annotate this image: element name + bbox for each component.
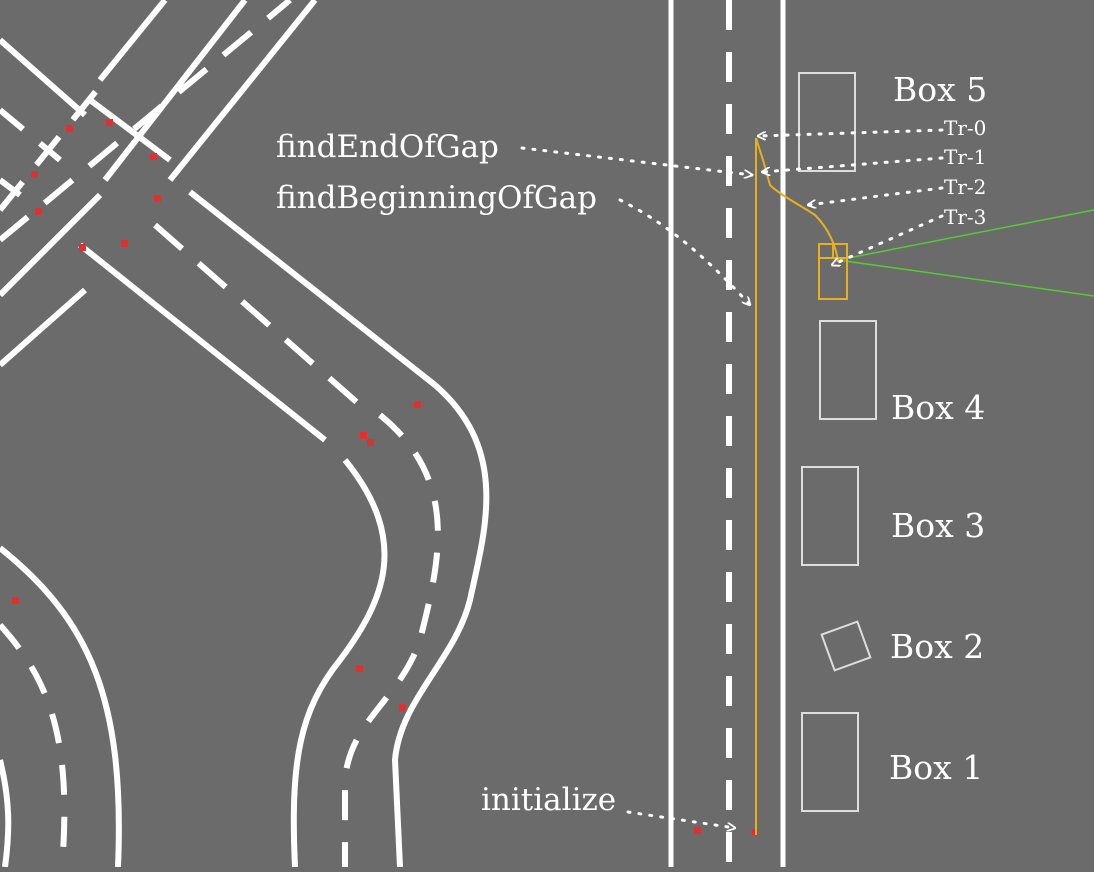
label-tr-1: Tr-1 [944,145,986,169]
road-lane-divider [0,107,62,163]
detection-dot [121,240,128,247]
road-lane-divider [0,0,292,243]
detection-dot [79,244,86,251]
detection-dot [356,665,363,672]
road-edge [391,382,490,868]
detection-dot [694,827,701,834]
road-edge [0,192,103,298]
road-edge [0,545,122,868]
sensor-rays [837,209,1094,297]
annotation-arrows [520,128,944,828]
road-lane-divider [153,222,362,408]
label-box-3: Box 3 [891,506,985,545]
road-edge [290,458,388,868]
box-4-outline [819,320,877,420]
label-box-5: Box 5 [893,70,987,109]
label-find-end-of-gap: findEndOfGap [276,129,499,165]
detection-dot [150,153,157,160]
detection-dot [154,195,161,202]
label-tr-0: Tr-0 [944,116,986,140]
detection-dot [106,119,113,126]
road-edge [0,287,87,368]
road-lane-divider [0,622,68,868]
box-3-outline [801,466,859,566]
road-edge [0,37,87,118]
box-1-outline [801,712,859,812]
detection-dot [66,125,73,132]
road-edge [102,0,248,182]
straight-road [668,0,786,867]
arrow-initialize [626,810,735,828]
arrow-tr-1 [760,156,944,172]
box-5-outline [798,72,856,172]
road-edge [0,177,22,198]
trajectory-path [755,137,839,835]
arrow-tr-3 [832,214,944,265]
detection-dot [414,401,421,408]
detection-points [12,119,758,835]
detection-dot [12,597,19,604]
parked-boxes [798,72,877,812]
detection-dot [360,432,367,439]
road-edge [97,0,168,82]
arrow-find-beginning-of-gap [618,198,750,305]
sensor-ray-upper [837,209,1094,261]
label-initialize: initialize [481,782,616,818]
road-edge [88,97,172,163]
arrow-find-end-of-gap [520,146,754,175]
road-lane-divider [0,78,108,212]
road-edge [188,189,437,388]
label-tr-3: Tr-3 [944,205,986,229]
detection-dot [31,171,38,178]
label-box-1: Box 1 [889,748,983,787]
detection-dot [35,208,42,215]
road-network [0,0,490,868]
road-edge [167,0,318,182]
arrow-tr-2 [806,186,944,205]
detection-dot [399,704,406,711]
road-edge [78,242,327,443]
label-tr-2: Tr-2 [944,175,986,199]
road-edge [0,759,12,868]
road-lane-divider [342,412,441,867]
arrow-tr-0 [756,128,944,136]
sensor-ray-lower [837,259,1094,297]
label-box-4: Box 4 [891,388,985,427]
label-box-2: Box 2 [890,627,984,666]
box-2-outline [820,620,872,672]
label-find-beginning-of-gap: findBeginningOfGap [276,180,597,216]
detection-dot [367,439,374,446]
